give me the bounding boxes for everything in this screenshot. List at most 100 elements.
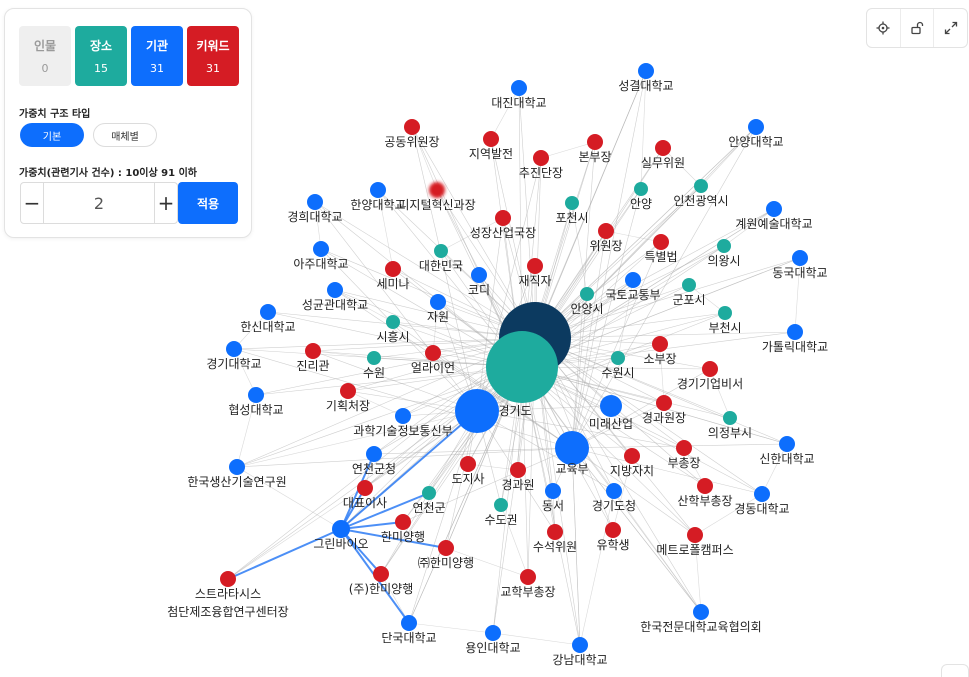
node-keyword[interactable] — [605, 522, 621, 538]
node-keyword[interactable] — [598, 223, 614, 239]
node-place[interactable] — [486, 331, 558, 403]
node-label: 경과원 — [501, 478, 534, 492]
node-keyword[interactable] — [702, 361, 718, 377]
node-org[interactable] — [332, 520, 350, 538]
node-keyword[interactable] — [395, 514, 411, 530]
node-place[interactable] — [367, 351, 381, 365]
node-org[interactable] — [572, 637, 588, 653]
node-keyword[interactable] — [655, 140, 671, 156]
node-keyword[interactable] — [527, 258, 543, 274]
node-org[interactable] — [754, 486, 770, 502]
node-keyword[interactable] — [220, 571, 236, 587]
node-keyword[interactable] — [676, 440, 692, 456]
node-keyword[interactable] — [429, 182, 445, 198]
node-keyword[interactable] — [624, 448, 640, 464]
decrement-button[interactable]: − — [23, 191, 41, 215]
node-org[interactable] — [229, 459, 245, 475]
node-org[interactable] — [748, 119, 764, 135]
node-org[interactable] — [555, 431, 589, 465]
node-keyword[interactable] — [305, 343, 321, 359]
node-keyword[interactable] — [483, 131, 499, 147]
node-place[interactable] — [717, 239, 731, 253]
node-place[interactable] — [682, 278, 696, 292]
node-org[interactable] — [766, 201, 782, 217]
node-keyword[interactable] — [520, 569, 536, 585]
node-org[interactable] — [779, 436, 795, 452]
weight-value-input[interactable]: 2 — [43, 183, 155, 223]
node-org[interactable] — [511, 80, 527, 96]
node-place[interactable] — [611, 351, 625, 365]
node-org[interactable] — [792, 250, 808, 266]
node-label: 과학기술정보통신부 — [353, 424, 452, 438]
node-org[interactable] — [395, 408, 411, 424]
node-label: 단국대학교 — [381, 631, 436, 645]
node-keyword[interactable] — [438, 540, 454, 556]
node-keyword[interactable] — [533, 150, 549, 166]
node-keyword[interactable] — [697, 478, 713, 494]
node-keyword[interactable] — [460, 456, 476, 472]
graph-edge — [476, 405, 612, 412]
node-org[interactable] — [787, 324, 803, 340]
node-place[interactable] — [434, 244, 448, 258]
node-label: 메트로폴캠퍼스 — [656, 543, 733, 557]
node-place[interactable] — [565, 196, 579, 210]
node-place[interactable] — [694, 179, 708, 193]
center-view-button[interactable] — [867, 9, 901, 47]
node-keyword[interactable] — [357, 480, 373, 496]
weight-type-basic-tab[interactable]: 기본 — [20, 123, 84, 147]
node-place[interactable] — [386, 315, 400, 329]
node-keyword[interactable] — [653, 234, 669, 250]
node-place[interactable] — [422, 486, 436, 500]
node-keyword[interactable] — [340, 383, 356, 399]
node-org[interactable] — [625, 272, 641, 288]
node-org[interactable] — [638, 63, 654, 79]
node-label: 가톨릭대학교 — [762, 340, 828, 354]
node-org[interactable] — [366, 446, 382, 462]
node-org[interactable] — [545, 483, 561, 499]
fullscreen-button[interactable] — [934, 9, 967, 47]
category-keyword-button[interactable]: 키워드 31 — [187, 26, 239, 86]
node-org[interactable] — [471, 267, 487, 283]
node-org[interactable] — [606, 483, 622, 499]
node-keyword[interactable] — [495, 210, 511, 226]
node-org[interactable] — [370, 182, 386, 198]
category-org-button[interactable]: 기관 31 — [131, 26, 183, 86]
node-org[interactable] — [485, 625, 501, 641]
node-org[interactable] — [401, 615, 417, 631]
node-keyword[interactable] — [404, 119, 420, 135]
node-org[interactable] — [455, 389, 499, 433]
node-place[interactable] — [580, 287, 594, 301]
increment-button[interactable]: + — [157, 191, 175, 215]
node-org[interactable] — [313, 241, 329, 257]
node-org[interactable] — [248, 387, 264, 403]
node-keyword[interactable] — [656, 395, 672, 411]
node-place[interactable] — [494, 498, 508, 512]
weight-type-media-tab[interactable]: 매체별 — [93, 123, 157, 147]
node-place[interactable] — [718, 306, 732, 320]
category-place-button[interactable]: 장소 15 — [75, 26, 127, 86]
node-org[interactable] — [327, 282, 343, 298]
node-keyword[interactable] — [373, 566, 389, 582]
apply-button[interactable]: 적용 — [178, 182, 238, 224]
node-keyword[interactable] — [425, 345, 441, 361]
node-org[interactable] — [307, 194, 323, 210]
node-org[interactable] — [226, 341, 242, 357]
minimap-toggle-button[interactable] — [941, 664, 969, 677]
node-label: 경기도 — [498, 404, 531, 418]
node-keyword[interactable] — [587, 134, 603, 150]
lock-toggle-button[interactable] — [901, 9, 935, 47]
node-org[interactable] — [693, 604, 709, 620]
node-keyword[interactable] — [510, 462, 526, 478]
node-keyword[interactable] — [385, 261, 401, 277]
node-org[interactable] — [430, 294, 446, 310]
node-org[interactable] — [600, 395, 622, 417]
category-person-button[interactable]: 인물 0 — [19, 26, 71, 86]
graph-edge — [571, 447, 702, 613]
node-place[interactable] — [634, 182, 648, 196]
node-keyword[interactable] — [547, 524, 563, 540]
node-org[interactable] — [260, 304, 276, 320]
node-keyword[interactable] — [687, 527, 703, 543]
node-place[interactable] — [723, 411, 737, 425]
node-keyword[interactable] — [652, 336, 668, 352]
